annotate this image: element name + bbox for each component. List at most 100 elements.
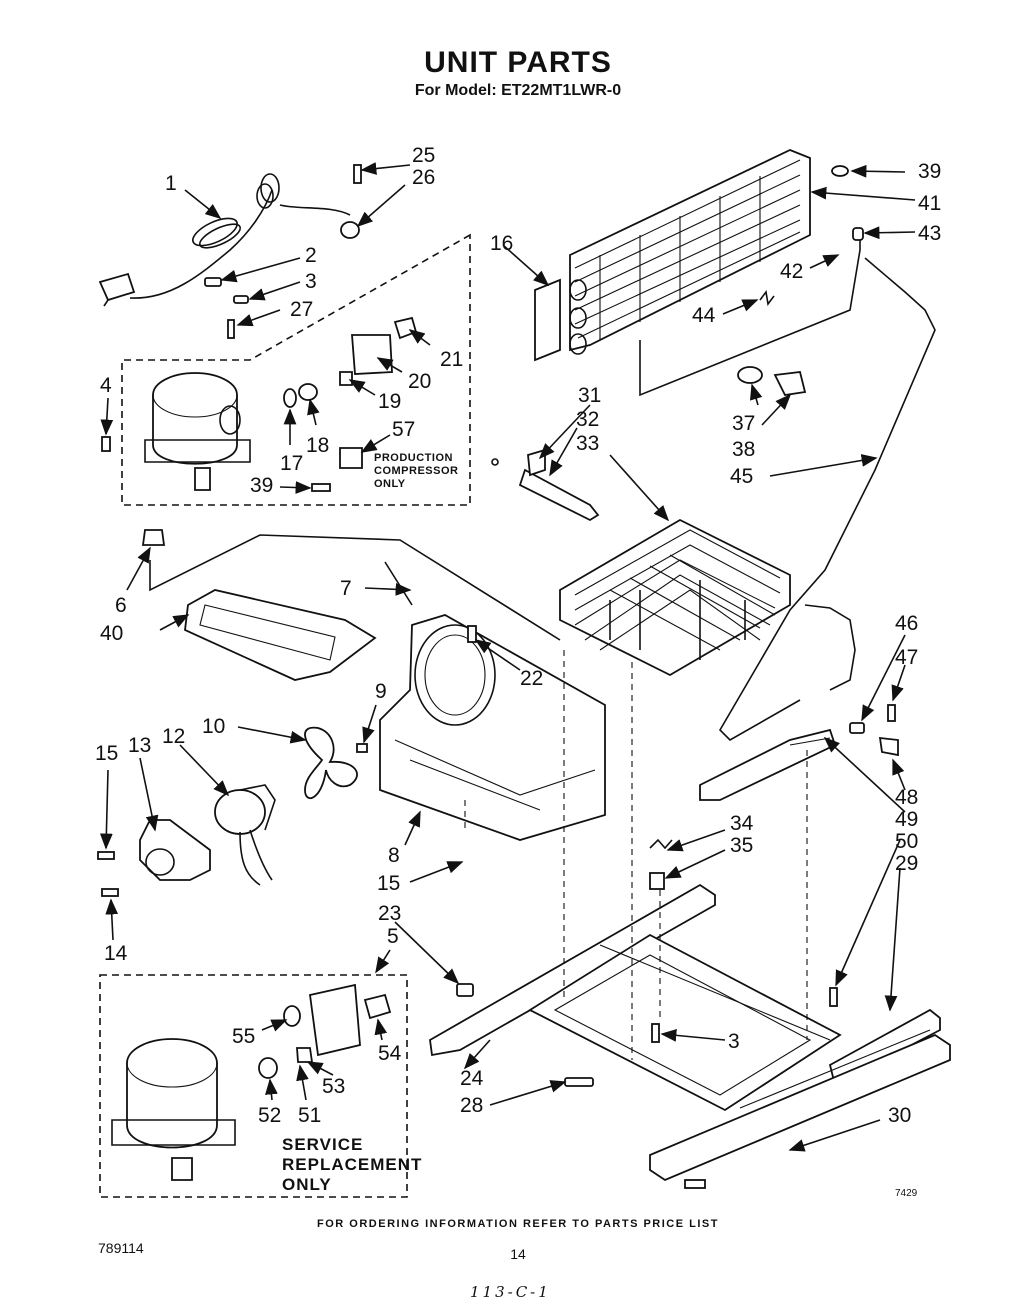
service-note-line3: ONLY [282, 1175, 332, 1194]
callout-25: 25 [412, 144, 435, 167]
callout-31: 31 [578, 384, 601, 407]
production-note-line3: ONLY [374, 478, 406, 490]
callout-9: 9 [375, 680, 387, 703]
callout-6: 6 [115, 594, 127, 617]
callout-51: 51 [298, 1104, 321, 1127]
callout-8: 8 [388, 844, 400, 867]
frame-clip-23 [456, 983, 474, 997]
overload-clip [283, 388, 297, 408]
callout-33: 33 [576, 432, 599, 455]
callout-42: 42 [780, 260, 803, 283]
ordering-info: FOR ORDERING INFORMATION REFER TO PARTS … [317, 1218, 719, 1230]
frame-screw-29 [829, 987, 838, 1007]
callout-labels: 1 2 3 27 25 26 4 6 7 40 22 9 10 12 13 15… [95, 144, 941, 1127]
callout-27: 27 [290, 298, 313, 321]
grounding-screw [353, 164, 362, 184]
thermostat [737, 366, 763, 384]
model-subtitle: For Model: ET22MT1LWR-0 [414, 82, 622, 99]
production-capacitor [339, 447, 363, 469]
callout-50: 50 [895, 830, 918, 853]
callout-45: 45 [730, 465, 753, 488]
callout-10: 10 [202, 715, 225, 738]
trough-hinge [878, 736, 899, 757]
callout-23: 23 [378, 902, 401, 925]
page-title: UNIT PARTS [424, 46, 612, 79]
frame-clip-28 [564, 1077, 594, 1087]
callout-47: 47 [895, 646, 918, 669]
callout-32: 32 [576, 408, 599, 431]
service-note-line2: REPLACEMENT [282, 1155, 422, 1174]
document-number: 789114 [98, 1240, 144, 1256]
callout-48: 48 [895, 786, 918, 809]
bracket-screw [467, 625, 477, 643]
callout-39: 39 [918, 160, 941, 183]
callout-1: 1 [165, 172, 177, 195]
callout-24: 24 [460, 1067, 484, 1090]
callout-19: 19 [378, 390, 401, 413]
callout-18: 18 [306, 434, 329, 457]
callout-29: 29 [895, 852, 918, 875]
callout-26: 26 [412, 166, 435, 189]
grommet [141, 529, 166, 546]
callout-54: 54 [378, 1042, 402, 1065]
screw-39-compressor [311, 483, 331, 492]
overload [298, 383, 318, 401]
callout-44: 44 [692, 304, 716, 327]
callout-5: 5 [387, 925, 399, 948]
fan-opening [414, 624, 496, 726]
callout-46: 46 [895, 612, 918, 635]
callout-30: 30 [888, 1104, 911, 1127]
service-cover-clip [363, 993, 392, 1020]
handwritten-note: 113-C-1 [470, 1283, 551, 1301]
condenser-screw [831, 165, 849, 177]
callout-20: 20 [408, 370, 431, 393]
service-relay [296, 1047, 314, 1063]
callout-38: 38 [732, 438, 755, 461]
wire-nut [340, 221, 360, 239]
callout-15b: 15 [377, 872, 400, 895]
callout-22: 22 [520, 667, 543, 690]
callout-12: 12 [162, 725, 185, 748]
service-relay-cover [308, 983, 361, 1057]
cover-clip [393, 316, 418, 340]
fan-blade [304, 726, 358, 800]
callout-39b: 39 [250, 474, 273, 497]
fan-retainer [356, 743, 368, 753]
callout-53: 53 [322, 1075, 345, 1098]
tube-clip-35 [649, 872, 665, 890]
fan-bracket [379, 614, 606, 841]
callout-3b: 3 [728, 1030, 740, 1053]
condenser-coil [534, 149, 811, 362]
service-overload [258, 1057, 278, 1079]
production-note-line1: PRODUCTION [374, 452, 453, 464]
compressor-mount-screw [227, 319, 235, 339]
callout-41: 41 [918, 192, 941, 215]
callout-17: 17 [280, 452, 303, 475]
evaporator [559, 518, 791, 677]
callout-35: 35 [730, 834, 753, 857]
power-cord [98, 173, 351, 307]
condenser-fan-motor [214, 784, 276, 886]
leader-lines [99, 162, 916, 1152]
callout-28: 28 [460, 1094, 483, 1117]
frame-screw-3 [651, 1023, 660, 1043]
production-note-line2: COMPRESSOR [374, 465, 458, 477]
service-clip-55 [283, 1005, 301, 1027]
screw-4 [101, 436, 111, 452]
spring-clip [759, 290, 775, 306]
figure-code: 7429 [895, 1188, 918, 1199]
callout-15: 15 [95, 742, 118, 765]
relay [339, 371, 353, 386]
service-compressor [111, 1038, 236, 1181]
callout-13: 13 [128, 734, 151, 757]
thermostat-bracket [773, 371, 807, 396]
drain-pan [184, 589, 377, 681]
callout-34: 34 [730, 812, 754, 835]
callout-43: 43 [918, 222, 941, 245]
base-outline [149, 534, 561, 641]
callout-55: 55 [232, 1025, 255, 1048]
callout-14: 14 [104, 942, 128, 965]
motor-screw-14 [101, 888, 119, 897]
callout-2: 2 [305, 244, 317, 267]
